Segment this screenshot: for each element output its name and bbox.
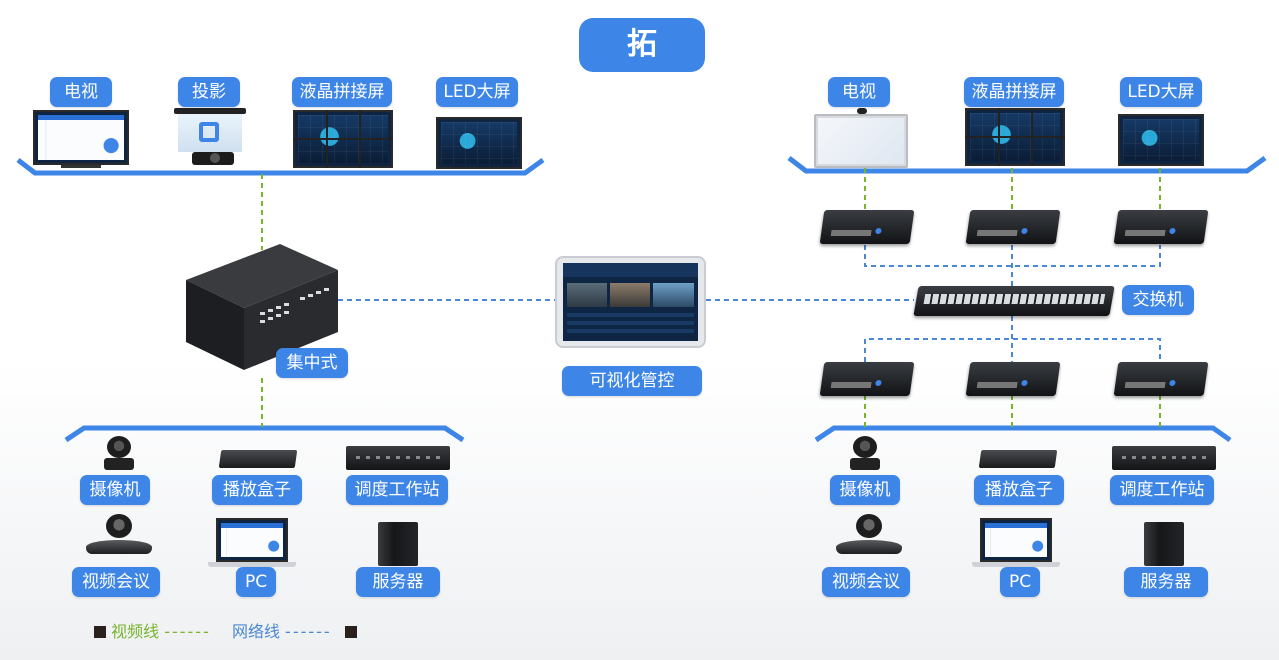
page-title: 拓 扑	[579, 18, 705, 116]
workstation-icon	[346, 446, 450, 472]
tablet-icon[interactable]	[555, 256, 706, 348]
server-icon	[1144, 522, 1184, 566]
centralized-label: 集中式	[276, 348, 348, 378]
workstation-icon	[1112, 446, 1216, 472]
media-box-icon	[218, 450, 298, 470]
legend-network-line: ------	[285, 622, 339, 641]
left-camera-label: 摄像机	[80, 475, 150, 505]
decoder-icon	[965, 362, 1061, 396]
right-server-label: 服务器	[1124, 567, 1208, 597]
right-led-label: LED大屏	[1120, 77, 1202, 107]
conference-camera-icon	[836, 514, 902, 560]
video-wall-icon	[293, 110, 393, 168]
left-media-box-label: 播放盒子	[212, 475, 302, 505]
right-media-box-label: 播放盒子	[974, 475, 1064, 505]
camera-icon	[850, 436, 880, 472]
left-conference-label: 视频会议	[72, 567, 160, 597]
right-bottom-shelf	[814, 425, 1232, 443]
left-projector-label: 投影	[178, 77, 240, 107]
left-server-label: 服务器	[356, 567, 440, 597]
left-bottom-shelf	[64, 425, 465, 443]
legend-square-icon	[344, 626, 357, 638]
tv-icon	[33, 110, 129, 170]
right-top-shelf	[787, 155, 1267, 174]
left-workstation-label: 调度工作站	[346, 475, 448, 505]
switch-label: 交换机	[1122, 285, 1194, 315]
decoder-icon	[819, 362, 915, 396]
encoder-icon	[819, 210, 915, 244]
legend-video-line: ------	[164, 622, 218, 641]
right-camera-label: 摄像机	[830, 475, 900, 505]
camera-icon	[104, 436, 134, 472]
conference-tv-icon	[814, 108, 908, 170]
right-pc-label: PC	[1000, 567, 1040, 597]
right-conference-label: 视频会议	[822, 567, 910, 597]
left-pc-label: PC	[236, 567, 276, 597]
right-workstation-label: 调度工作站	[1110, 475, 1214, 505]
projector-icon	[172, 108, 248, 168]
led-screen-icon	[436, 117, 522, 169]
visual-control-label: 可视化管控	[562, 366, 702, 396]
right-video-wall-label: 液晶拼接屏	[964, 77, 1064, 107]
matrix-icon	[184, 242, 340, 372]
laptop-icon	[208, 518, 296, 568]
left-video-wall-label: 液晶拼接屏	[292, 77, 392, 107]
right-video-wall-icon	[965, 108, 1065, 166]
right-tv-label: 电视	[828, 77, 890, 107]
encoder-icon	[1113, 210, 1209, 244]
conference-camera-icon	[86, 514, 152, 560]
server-icon	[378, 522, 418, 566]
media-box-icon	[978, 450, 1058, 470]
encoder-icon	[965, 210, 1061, 244]
legend: 视频线 ------ 网络线 ------	[94, 622, 357, 642]
decoder-icon	[1113, 362, 1209, 396]
left-top-shelf	[16, 157, 545, 176]
right-led-screen-icon	[1118, 114, 1204, 166]
legend-video-label: 视频线	[111, 622, 160, 641]
legend-network-label: 网络线	[231, 622, 280, 641]
laptop-icon	[972, 518, 1060, 568]
left-tv-label: 电视	[50, 77, 112, 107]
switch-icon	[913, 286, 1115, 316]
legend-square-icon	[94, 626, 106, 638]
left-led-label: LED大屏	[436, 77, 518, 107]
